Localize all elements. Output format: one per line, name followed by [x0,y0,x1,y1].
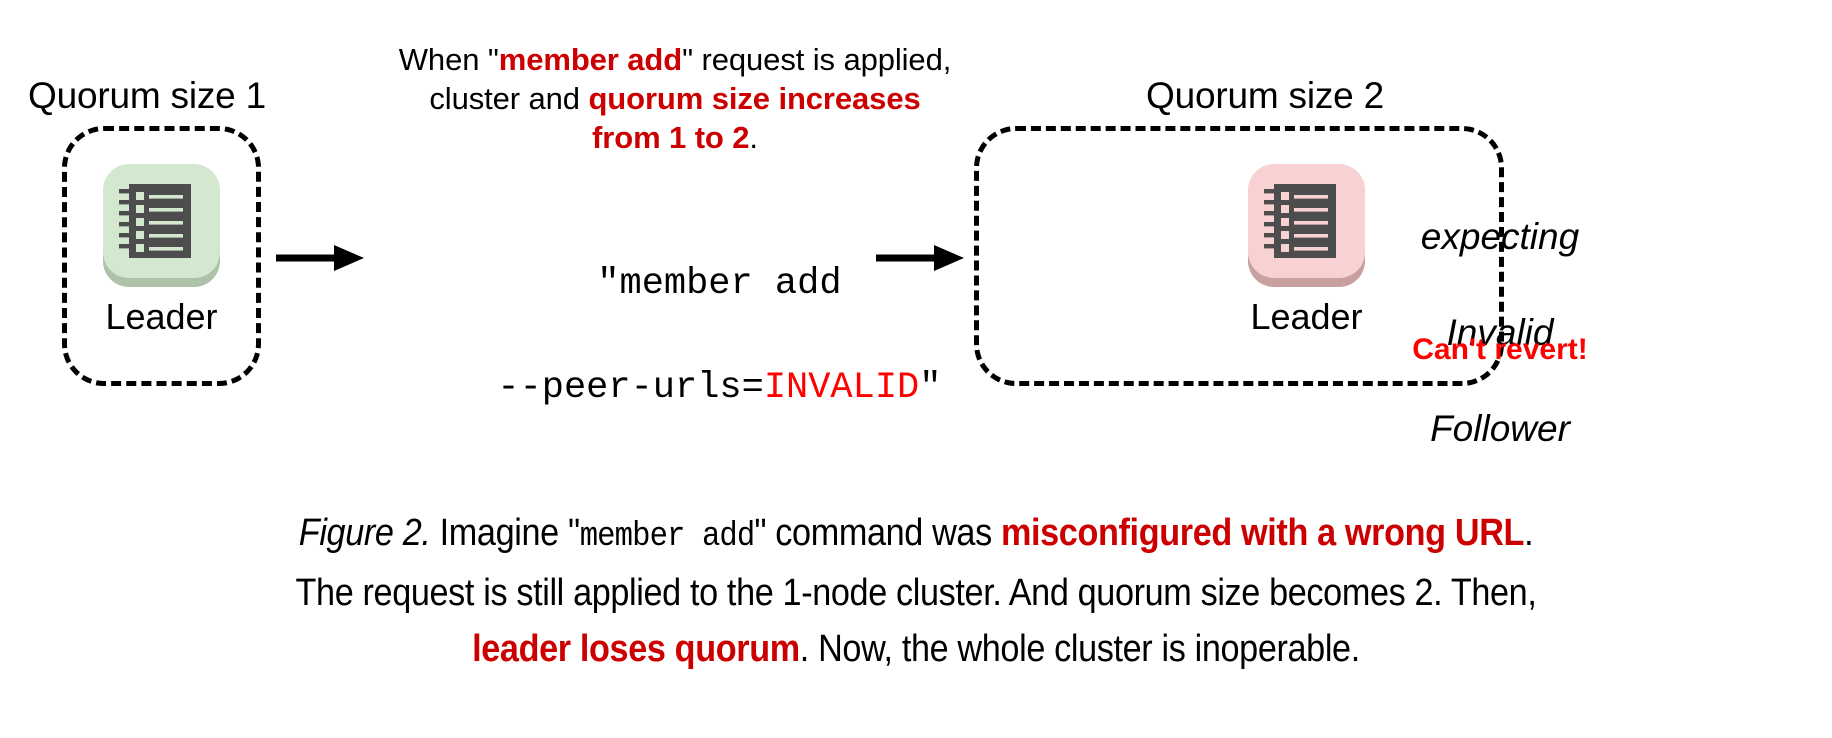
cant-revert-alert: Can't revert! [1412,333,1588,366]
command-line2-flag: --peer-urls= [497,367,764,409]
caption-line1-b: " command was [754,512,1001,554]
annotation-text: When "member add" request is applied, cl… [365,40,985,157]
caption-line1-mono: member add [579,518,756,556]
caption-line1-highlight: misconfigured with a wrong URL [1000,512,1525,554]
caption-line1-a: Imagine " [430,512,580,554]
annotation-line2-highlight: quorum size increases [588,81,921,116]
left-cluster-boundary [62,126,261,386]
left-cluster-group-label: Quorum size 1 [28,75,266,116]
command-line2: --peer-urls=INVALID" [497,367,941,409]
caption-line3-post: . Now, the whole cluster is inoperable. [799,628,1360,670]
left-leader-node-label: Leader [105,296,218,337]
right-cluster-boundary [974,126,1504,386]
annotation-line2-pre: cluster and [429,81,589,116]
annotation-line1: When "member add" request is applied, [398,42,952,77]
ledger-node-icon [103,164,220,287]
expecting-follower-note: expecting Invalid Follower [1375,165,1625,453]
caption-line-2: The request is still applied to the 1-no… [295,572,1537,614]
right-leader-node: Leader [1248,164,1365,338]
expecting-note-line3: Follower [1430,408,1570,449]
caption-line1-c: . [1524,512,1534,554]
annotation-line3-highlight: from 1 to 2 [592,120,750,155]
ledger-node-icon [1248,164,1365,287]
command-text: "member add --peer-urls=INVALID" [365,206,985,466]
caption-line3-highlight: leader loses quorum [472,628,800,670]
annotation-line3-post: . [749,120,758,155]
command-line2-value: INVALID [763,367,920,409]
caption-figure-label: Figure 2. [298,512,431,554]
arrow-left-to-command [276,238,366,278]
annotation-line3: from 1 to 2. [592,120,758,155]
left-leader-node: Leader [103,164,220,338]
right-leader-node-label: Leader [1250,296,1363,337]
caption-line-3: leader loses quorum. Now, the whole clus… [92,621,1741,677]
annotation-line1-highlight: member add [498,42,683,77]
command-line2-post: " [919,367,942,409]
annotation-line2: cluster and quorum size increases [429,81,920,116]
annotation-line1-pre: When " [398,42,499,77]
expecting-note-line1: expecting [1420,216,1580,257]
figure-caption: Figure 2. Imagine "member add" command w… [92,505,1741,677]
right-cluster-group-label: Quorum size 2 [1146,75,1384,116]
command-line1: "member add [597,263,842,305]
caption-line-1: Figure 2. Imagine "member add" command w… [92,505,1741,565]
expecting-note-line2: Invalid [1446,312,1554,353]
arrow-command-to-right [876,238,966,278]
annotation-line1-post: " request is applied, [682,42,952,77]
